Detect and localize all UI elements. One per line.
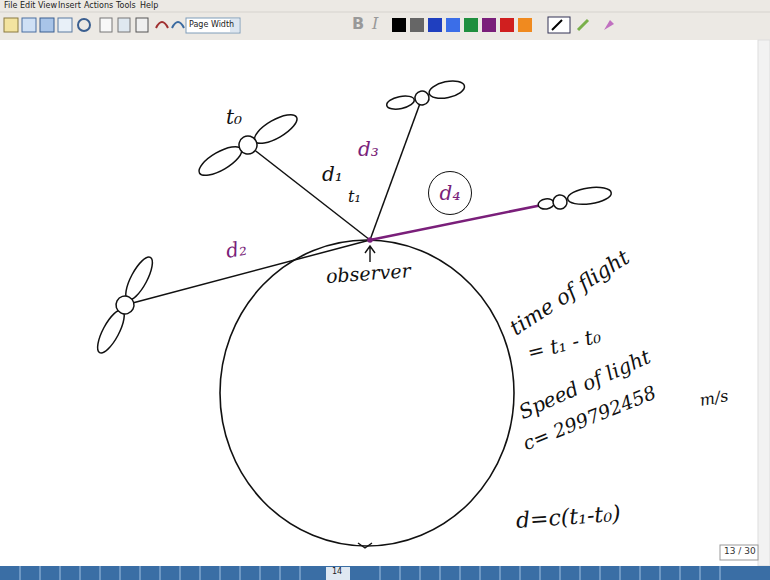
earth-outline: [220, 240, 514, 546]
scrollbar: [758, 40, 770, 566]
menu-item: View: [38, 1, 57, 10]
distance-label: d₁: [322, 163, 343, 186]
range-line: [248, 145, 370, 240]
menu-separator: [0, 12, 770, 13]
italic-button: I: [372, 15, 378, 33]
bold-button: B: [352, 15, 364, 33]
observer-label: observer: [325, 260, 411, 288]
menu-item: Insert: [58, 1, 81, 10]
bottom-tiles: [20, 566, 720, 580]
note-text: time of flight: [505, 245, 633, 340]
menu-item: Tools: [116, 1, 136, 10]
bottom-bar: [0, 566, 770, 580]
formula: = t₁ - t₀: [525, 324, 603, 364]
menu-item: Help: [140, 1, 158, 10]
menu-item: File: [4, 1, 17, 10]
range-line-highlighted: [370, 203, 552, 240]
zoom-dropdown: Page Width: [189, 20, 234, 29]
toolbar-background: [0, 0, 770, 40]
page-tab: [326, 567, 350, 580]
distance-label: d₃: [358, 138, 379, 161]
range-line: [370, 98, 422, 240]
formula: d=c(t₁-t₀): [515, 501, 621, 534]
page-counter-box: [720, 545, 758, 560]
menu-item: Edit: [20, 1, 36, 10]
menu-item: Actions: [84, 1, 113, 10]
satellite: [537, 185, 613, 212]
satellite: [92, 253, 159, 357]
page-tab-number: 14: [332, 567, 342, 576]
unit-label: m/s: [698, 387, 730, 410]
toolbar-icons: [4, 17, 614, 33]
earth-tick: [358, 543, 372, 548]
distance-label: d₂: [224, 237, 249, 263]
time-label: t₀: [226, 106, 242, 129]
page-counter: 13 / 30: [724, 546, 756, 556]
observer-arrow: [365, 246, 375, 262]
time-label: t₁: [348, 188, 361, 206]
distance-label: d₄: [440, 182, 461, 204]
circled-label: d₄: [428, 171, 472, 215]
satellite: [195, 109, 301, 181]
satellite: [384, 78, 466, 112]
observer-point: [367, 237, 373, 243]
